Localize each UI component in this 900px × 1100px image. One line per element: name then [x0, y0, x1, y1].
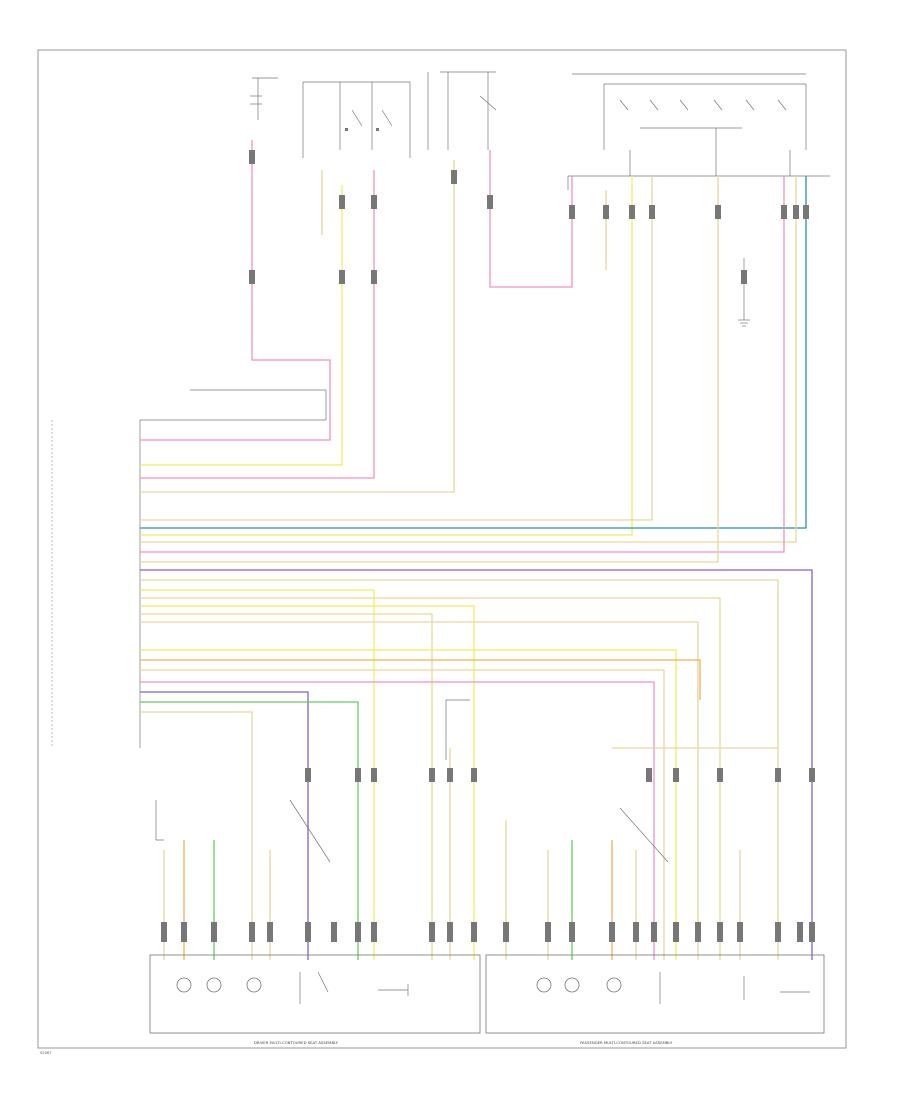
- top-right-bus-wires: [140, 176, 807, 563]
- module-output-wires-lower: [140, 649, 701, 960]
- passenger-seat-assembly-caption: PASSENGER MULTI-CONTOURED SEAT ASSEMBLY: [580, 1040, 673, 1045]
- bottom-connector-row: [161, 922, 815, 942]
- passenger-seat-assembly: PASSENGER MULTI-CONTOURED SEAT ASSEMBLY: [485, 954, 825, 1045]
- driver-seat-assembly-caption: DRIVER MULTI-CONTOURED SEAT ASSEMBLY: [254, 1040, 339, 1045]
- leader-lines: [289, 699, 669, 863]
- module-output-wires-upper: [140, 569, 813, 960]
- seat-control-module: [51, 389, 327, 748]
- diagram-frame: [37, 49, 847, 1049]
- ground-symbol-top-right: [738, 258, 750, 327]
- top-fuse-block-left: [250, 77, 278, 120]
- top-right-switch-block: [567, 73, 830, 190]
- vertical-feed-wires: [140, 140, 607, 493]
- top-fuse-block-middle: [427, 71, 497, 150]
- top-relay-block: [302, 81, 411, 158]
- connector-ticks: [249, 150, 815, 782]
- footer-code: S2067: [40, 1051, 51, 1055]
- driver-seat-assembly: DRIVER MULTI-CONTOURED SEAT ASSEMBLY: [149, 954, 481, 1045]
